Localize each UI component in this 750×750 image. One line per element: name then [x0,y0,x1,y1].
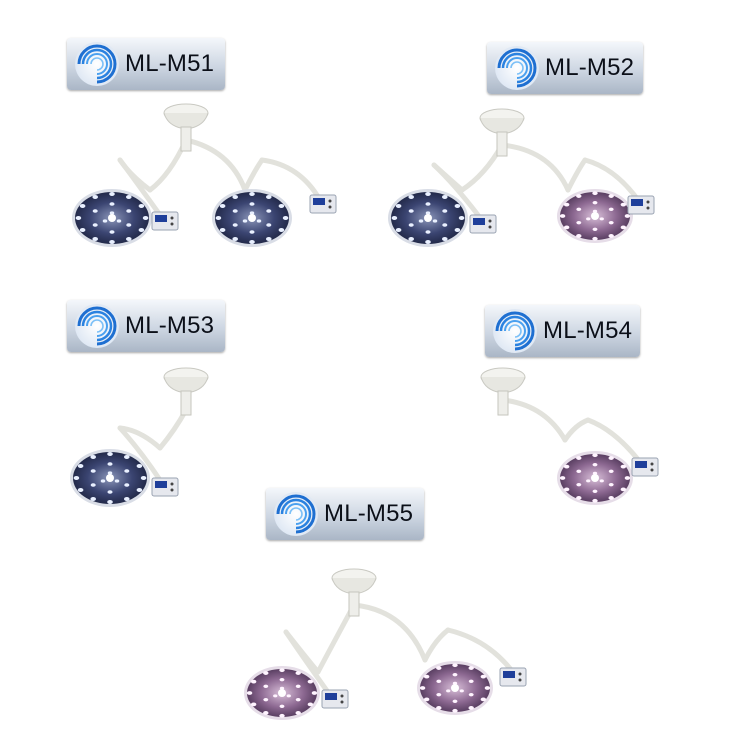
swirl-logo-icon [493,44,541,92]
model-label-ml-m53: ML-M53 [67,300,225,352]
model-name: ML-M53 [125,312,215,339]
model-name: ML-M55 [324,500,414,527]
model-label-ml-m54: ML-M54 [485,305,640,357]
model-label-ml-m51: ML-M51 [67,38,225,90]
model-label-ml-m55: ML-M55 [266,488,424,540]
swirl-logo-icon [73,40,121,88]
swirl-logo-icon [73,302,121,350]
swirl-logo-icon [491,307,539,355]
model-name: ML-M54 [543,317,633,344]
model-name: ML-M51 [125,50,215,77]
model-name: ML-M52 [545,54,635,81]
swirl-logo-icon [272,490,320,538]
model-label-ml-m52: ML-M52 [487,42,643,94]
